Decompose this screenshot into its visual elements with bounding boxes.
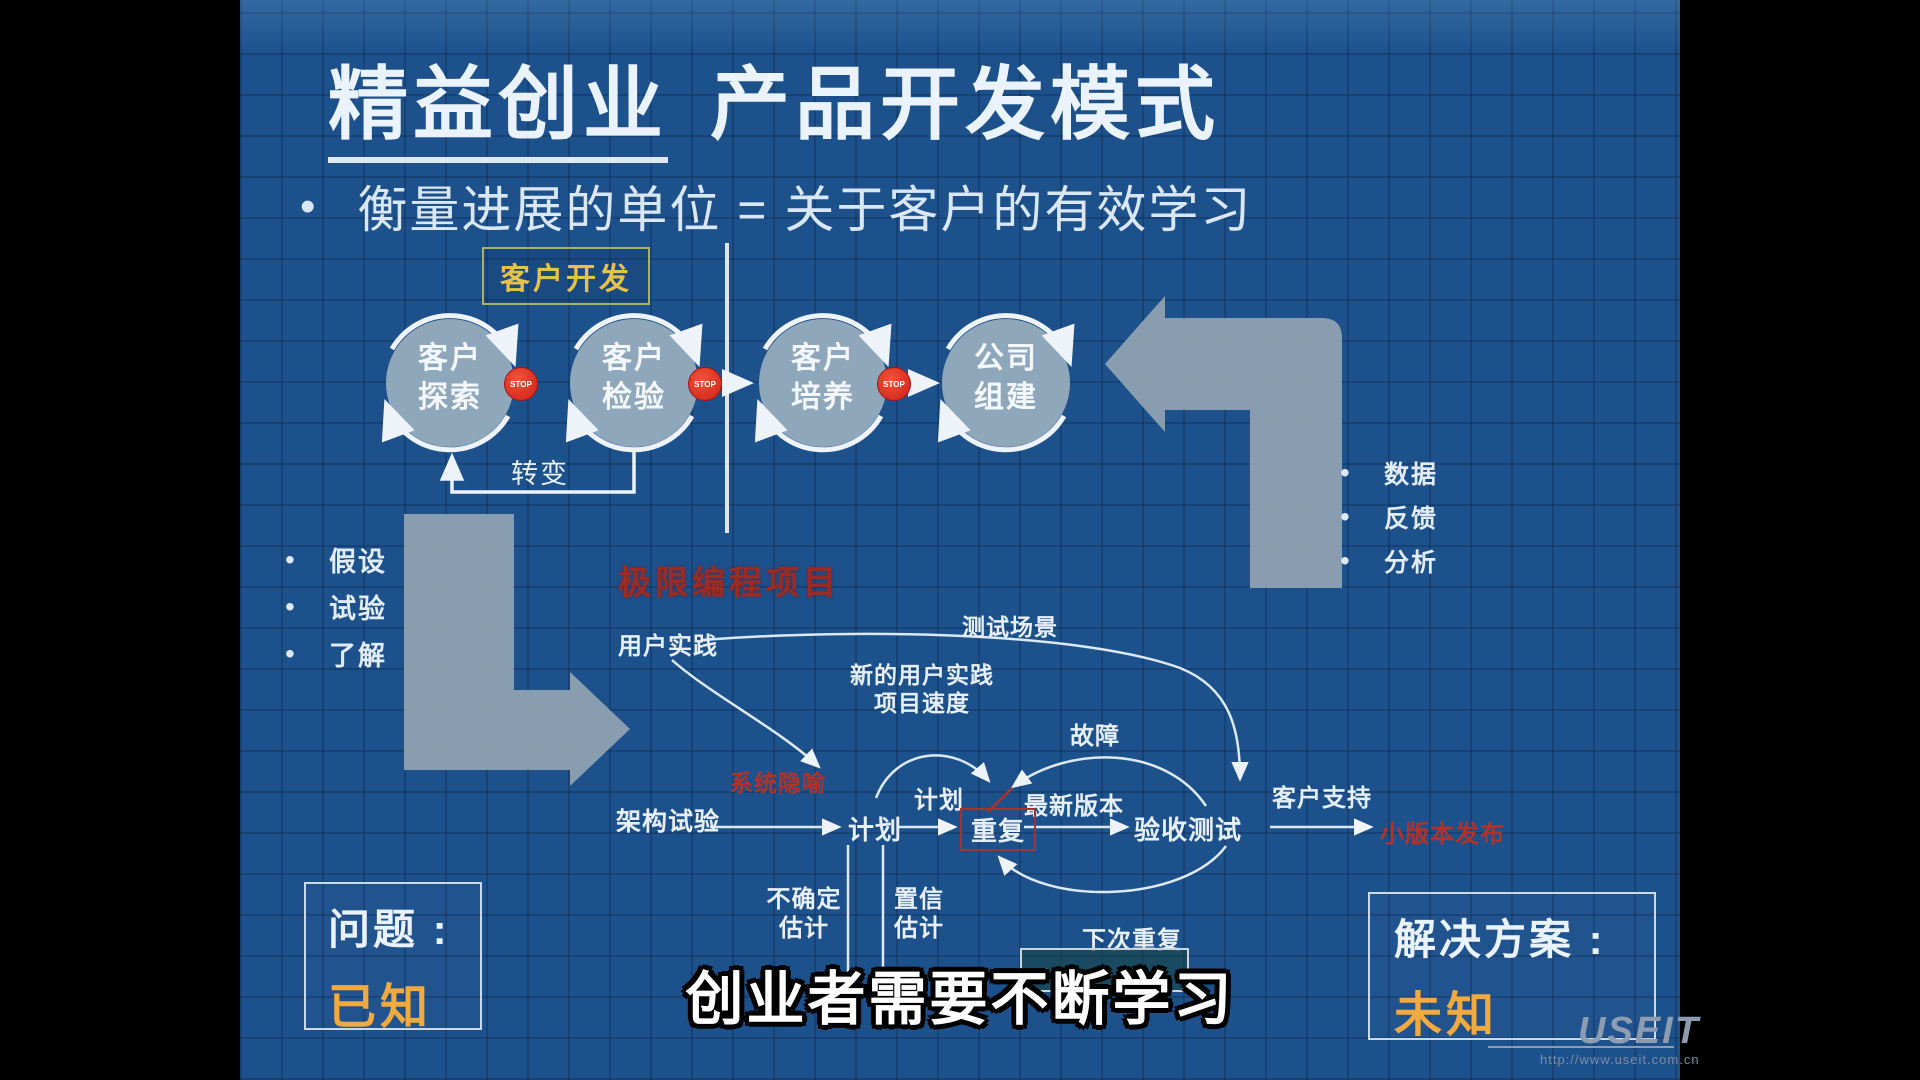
left-bullet-list: • 假设 • 试验 • 了解 [285, 540, 387, 673]
page-title: 精益创业产品开发模式 [328, 40, 1220, 163]
problem-label: 问题 : [328, 906, 450, 953]
bullet-icon: • [1340, 545, 1350, 576]
bullet-icon: • [300, 182, 318, 231]
solution-box: 解决方案 : 未知 [1368, 892, 1656, 1042]
label-fault: 故障 [1070, 723, 1120, 750]
title-underlined: 精益创业 [328, 60, 668, 163]
bullet-icon: • [1340, 457, 1350, 488]
label-plan-small: 计划 [914, 787, 964, 814]
stop-badge-icon: STOP [877, 367, 911, 401]
arc-next-iteration [997, 845, 1228, 894]
label-uncertain-estimate: 不确定 估计 [766, 886, 842, 942]
title-rest: 产品开发模式 [710, 60, 1220, 149]
watermark-url: http://www.useit.com.cn [1540, 1052, 1700, 1067]
bullet-icon: • [285, 543, 295, 575]
list-item: • 试验 [285, 587, 387, 626]
list-item: • 数据 [1340, 455, 1438, 491]
list-item-label: 数据 [1384, 461, 1439, 489]
circle-label-customer-discovery: 客户 探索 [418, 342, 482, 414]
label-system-metaphor: 系统隐喻 [730, 770, 826, 796]
bullet-line: • 衡量进展的单位 = 关于客户的有效学习 [300, 170, 1252, 242]
circle-label-company-building: 公司 组建 [974, 342, 1038, 414]
watermark-underline [1488, 1046, 1674, 1048]
right-bullet-list: • 数据 • 反馈 • 分析 [1340, 455, 1438, 579]
stop-badge-icon: STOP [504, 367, 538, 401]
list-item: • 分析 [1340, 543, 1438, 579]
label-confidence-estimate: 置信 估计 [894, 886, 944, 942]
bullet-icon: • [285, 590, 295, 622]
bullet-icon: • [1340, 501, 1350, 532]
stop-badge-icon: STOP [688, 367, 722, 401]
subtitle-caption: 创业者需要不断学习 [685, 967, 1235, 1032]
list-item: • 反馈 [1340, 499, 1438, 535]
bullet-icon: • [285, 637, 295, 669]
label-acceptance-test: 验收测试 [1134, 815, 1243, 845]
solution-value: 未知 [1394, 989, 1499, 1042]
pivot-label: 转变 [511, 459, 569, 489]
problem-box: 问题 : 已知 [304, 882, 482, 1034]
list-item-label: 了解 [329, 641, 387, 671]
list-item: • 假设 [285, 540, 387, 579]
circle-label-customer-validation: 客户 检验 [602, 342, 666, 414]
list-item: • 了解 [285, 634, 387, 673]
customer-development-tag: 客户开发 [482, 247, 650, 305]
label-user-practice: 用户实践 [618, 633, 718, 660]
watermark-logo: USEIT [1578, 1010, 1700, 1052]
label-iterate: 重复 [960, 808, 1037, 851]
label-plan: 计划 [848, 815, 903, 845]
list-item-label: 反馈 [1384, 505, 1439, 533]
bullet-text: 衡量进展的单位 = 关于客户的有效学习 [357, 182, 1253, 238]
line-user-practice-to-plan [671, 659, 821, 769]
solution-label: 解决方案 : [1394, 916, 1606, 963]
circle-label-customer-creation: 客户 培养 [791, 342, 855, 414]
label-new-user-practice: 新的用户实践 项目速度 [850, 662, 994, 716]
slide: 精益创业产品开发模式 • 衡量进展的单位 = 关于客户的有效学习 客户开发 客户 … [240, 0, 1699, 1080]
xp-heading: 极限编程项目 [618, 564, 840, 601]
list-item-label: 假设 [329, 547, 387, 577]
label-test-scenario: 测试场景 [962, 614, 1058, 640]
label-small-release: 小版本发布 [1380, 821, 1505, 848]
next-iteration-box [1020, 948, 1189, 992]
list-item-label: 试验 [329, 594, 387, 624]
problem-value: 已知 [328, 981, 433, 1034]
list-item-label: 分析 [1384, 549, 1439, 577]
gray-arrow-left [404, 514, 630, 786]
gray-arrow-right [1105, 296, 1342, 588]
label-latest-version: 最新版本 [1024, 793, 1124, 820]
label-customer-support: 客户支持 [1272, 785, 1372, 812]
label-architecture-test: 架构试验 [616, 808, 721, 836]
